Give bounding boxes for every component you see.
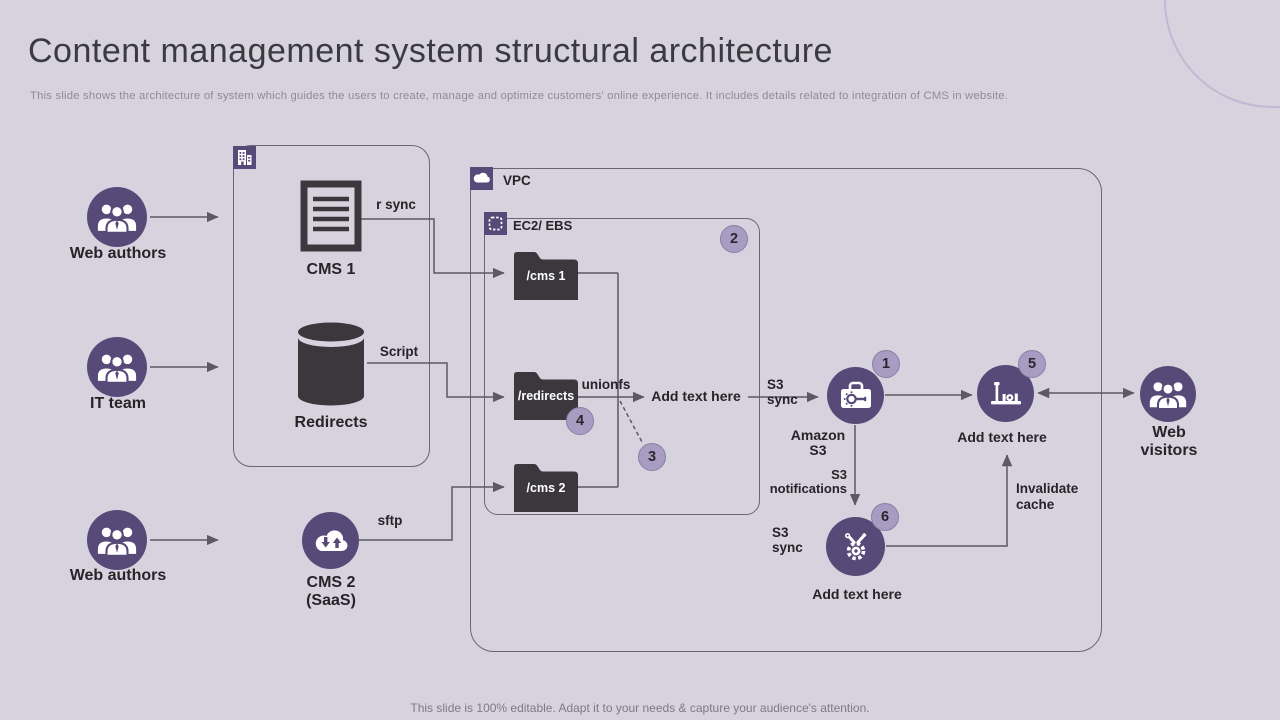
unionfs-label: unionfs: [581, 377, 631, 392]
redirects-label: Redirects: [294, 414, 368, 431]
web-authors-label-1: Web authors: [69, 245, 167, 262]
people-icon: [1149, 381, 1187, 410]
unionfs-junction-lines: [578, 272, 619, 488]
it-team-label: IT team: [89, 395, 147, 412]
web-authors-node-1: [87, 187, 147, 247]
amazon-s3-label: Amazon S3: [790, 427, 846, 458]
step-marker-1: 1: [872, 350, 900, 378]
ec2-ebs-label: EC2/ EBS: [513, 218, 573, 233]
line-node6-invalidate-to-node5: [886, 454, 1013, 547]
measuring-tools-icon: [990, 381, 1021, 404]
vpc-label: VPC: [503, 173, 531, 188]
add-text-placeholder-node6[interactable]: Add text here: [812, 586, 902, 602]
web-visitors-label: Web visitors: [1140, 424, 1198, 459]
building-icon: [233, 146, 256, 169]
it-team-node: [87, 337, 147, 397]
s3-notifications-label: S3 notifications: [769, 467, 847, 496]
step-marker-3: 3: [638, 443, 666, 471]
amazon-s3-node: [827, 367, 884, 424]
web-visitors-node: [1140, 366, 1196, 422]
folder-cms2: /cms 2: [514, 460, 578, 512]
cloud-icon: [470, 167, 493, 190]
add-text-placeholder-mid[interactable]: Add text here: [651, 388, 741, 404]
database-icon: [295, 322, 367, 419]
s3-sync-in-label: S3 sync: [767, 377, 798, 407]
people-icon: [97, 354, 137, 384]
page-title: Content management system structural arc…: [28, 32, 833, 70]
invalidate-cache-label: Invalidate cache: [1016, 481, 1079, 512]
s3-sync-down-label: S3 sync: [772, 525, 803, 555]
folder-cms2-name: /cms 2: [526, 481, 566, 496]
ec2-ebs-box: [484, 218, 760, 515]
folder-cms1: /cms 1: [514, 248, 578, 300]
rsync-connection-label: r sync: [376, 197, 416, 212]
web-authors-node-2: [87, 510, 147, 570]
step-marker-5: 5: [1018, 350, 1046, 378]
on-premise-box: [233, 145, 430, 467]
add-text-placeholder-node5[interactable]: Add text here: [957, 429, 1047, 445]
folder-icon: [514, 252, 578, 300]
folder-redirects-name: /redirects: [517, 389, 575, 404]
slide-subtitle: This slide shows the architecture of sys…: [30, 90, 1009, 102]
web-authors-label-2: Web authors: [69, 567, 167, 584]
cloud-sync-icon: [315, 529, 347, 551]
folder-icon: [514, 464, 578, 512]
chip-icon: [484, 212, 507, 235]
folder-icon: [514, 372, 578, 420]
step-marker-2: 2: [720, 225, 748, 253]
script-connection-label: Script: [379, 344, 419, 359]
step-marker-6: 6: [871, 503, 899, 531]
vpc-box: [470, 168, 1102, 652]
folder-redirects: /redirects: [514, 368, 578, 420]
cms2-node: [302, 512, 359, 569]
people-icon: [97, 527, 137, 557]
line-sftp-cms2-to-folder: [359, 481, 505, 541]
people-icon: [97, 204, 137, 234]
marker3-callout-line: [619, 400, 643, 443]
line-rsync-cms1-to-folder: [361, 218, 505, 279]
gear-tools-icon: [844, 533, 866, 561]
line-script-redirects-to-folder: [367, 362, 505, 403]
toolbox-icon: [840, 381, 871, 408]
step-marker-4: 4: [566, 407, 594, 435]
document-icon: [300, 180, 362, 257]
cms1-label: CMS 1: [306, 261, 356, 278]
folder-cms1-name: /cms 1: [526, 269, 566, 284]
sftp-connection-label: sftp: [377, 513, 403, 528]
cms2-label: CMS 2 (SaaS): [306, 574, 356, 609]
footer-note: This slide is 100% editable. Adapt it to…: [410, 701, 870, 715]
